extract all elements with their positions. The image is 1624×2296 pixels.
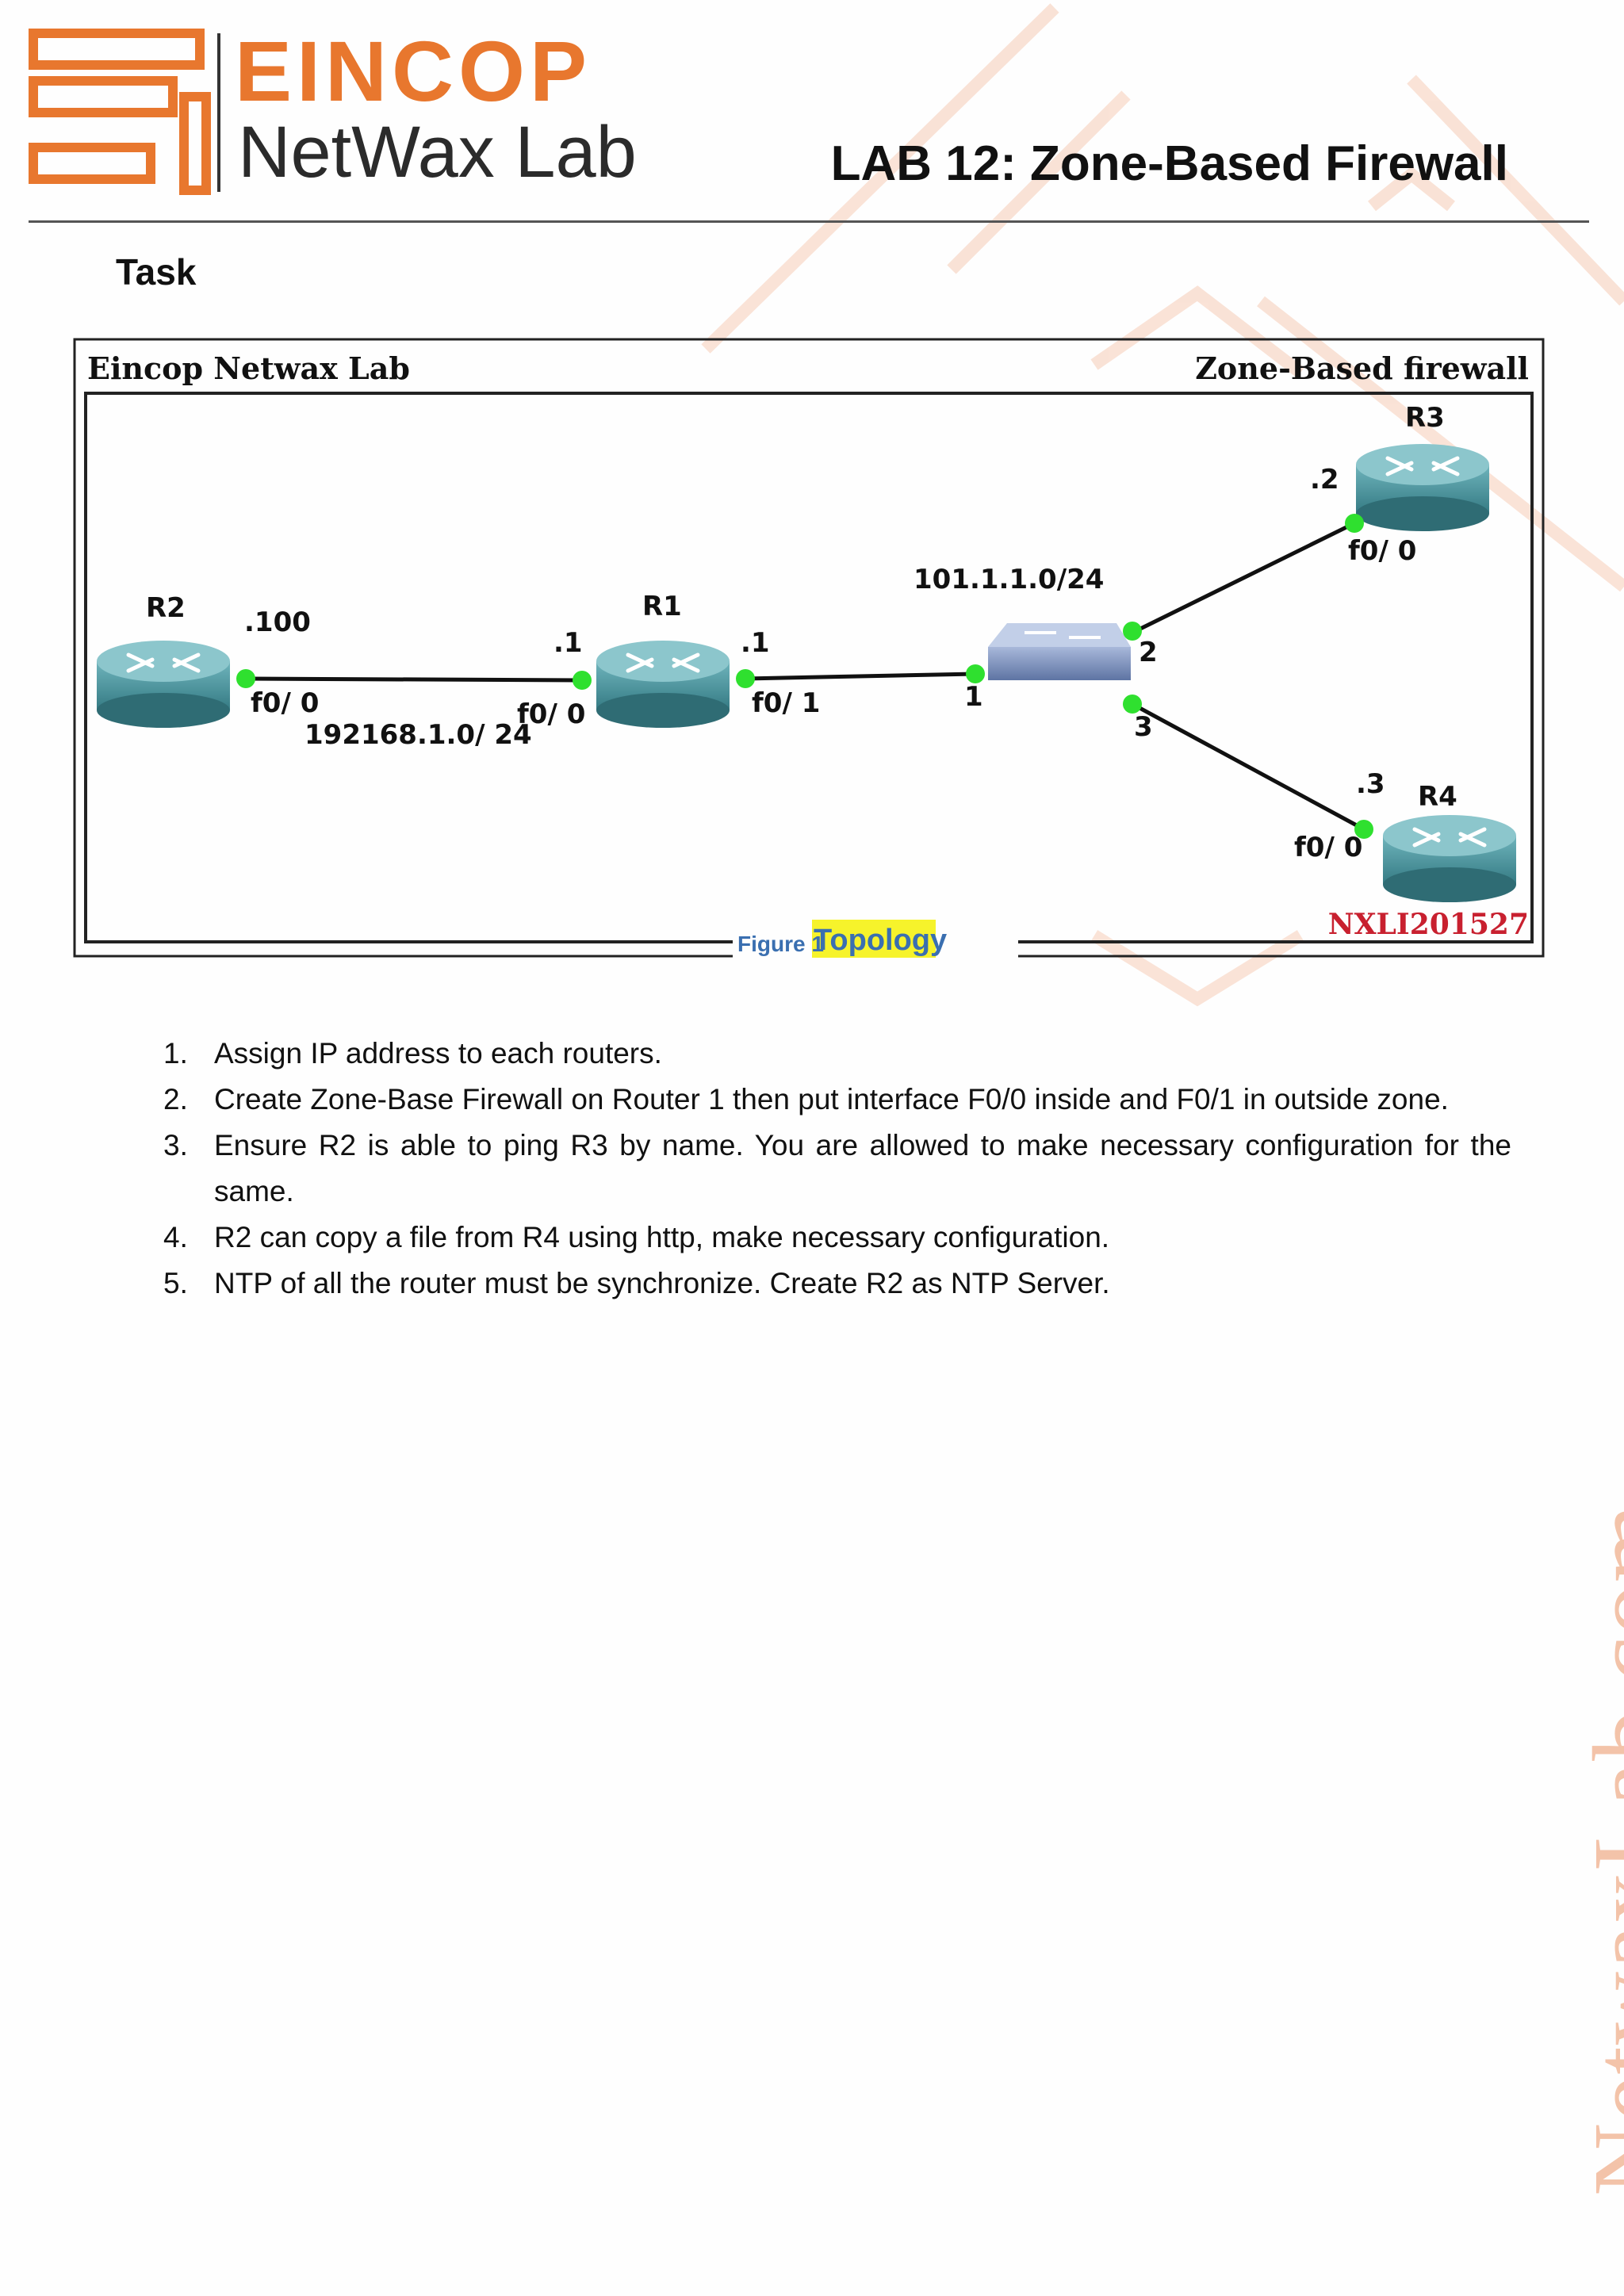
r1-name: R1 [642,591,682,622]
router-r1[interactable] [596,641,730,728]
logo-divider [217,33,220,192]
r3-ip: .2 [1310,464,1339,496]
topology-diagram: Eincop Netwax Lab Zone-Based firewall [73,338,1545,958]
task-heading: Task [116,251,197,293]
switch[interactable] [988,623,1131,680]
task-number: 5. [163,1267,188,1299]
figure-watermark: NXLI201527 [1328,908,1529,941]
r1-left-ip: .1 [553,627,583,659]
task-item: 3. Ensure R2 is able to ping R3 by name. … [163,1123,1511,1215]
port-dot-r1-f00 [573,671,592,690]
outer-frame [73,338,1545,958]
r4-interface: f0/ 0 [1294,832,1362,863]
router-r3[interactable] [1356,444,1489,531]
logo-brand-text: EINCOP [235,23,592,119]
inside-network: 192168.1.0/ 24 [304,719,532,751]
link-r1-switch [745,672,976,681]
logo-mark-icon [29,29,211,195]
router-r2[interactable] [97,641,230,728]
frame-right-title: Zone-Based firewall [1195,350,1529,386]
task-number: 4. [163,1221,188,1253]
figure-caption-label: Topology [814,924,947,957]
r4-ip: .3 [1356,768,1385,800]
r1-right-interface: f0/ 1 [752,687,820,719]
task-text: Assign IP address to each routers. [214,1037,662,1070]
port-dot-r2 [236,669,255,688]
port-dot-switch-3 [1123,695,1142,714]
link-switch-r3 [1131,521,1356,635]
port-dot-switch-1 [966,664,985,683]
task-list: 1. Assign IP address to each routers. 2. C… [163,1031,1511,1307]
port-dot-r4 [1354,820,1373,839]
r3-name: R3 [1405,402,1445,434]
task-number: 1. [163,1037,188,1070]
task-text: NTP of all the router must be synchroniz… [214,1267,1110,1299]
logo-sub-text: NetWax Lab [238,112,637,193]
port-dot-r1-f01 [736,669,755,688]
frame-left-title: Eincop Netwax Lab [87,350,410,386]
header-divider [29,220,1589,223]
link-r2-r1 [247,676,581,683]
r4-name: R4 [1418,781,1457,813]
outside-network: 101.1.1.0/24 [914,564,1104,595]
eincop-logo [29,29,663,203]
page-title: LAB 12: Zone-Based Firewall [830,136,1508,191]
task-text: Create Zone-Base Firewall on Router 1 th… [214,1083,1449,1115]
task-text: Ensure R2 is able to ping R3 by name. Yo… [214,1129,1511,1207]
r2-interface: f0/ 0 [251,687,319,719]
r3-interface: f0/ 0 [1348,535,1416,567]
r2-name: R2 [146,592,186,624]
port-dot-r3 [1345,514,1364,533]
r1-left-interface: f0/ 0 [517,698,585,730]
switch-port-1: 1 [964,681,983,713]
r2-ip: .100 [244,607,311,638]
task-item: 1. Assign IP address to each routers. [163,1031,1511,1077]
side-watermark: NetwaxLab.com [1572,1502,1624,2196]
link-switch-r4 [1131,702,1365,832]
task-item: 5. NTP of all the router must be synchron… [163,1261,1511,1307]
task-text: R2 can copy a file from R4 using http, m… [214,1221,1110,1253]
task-number: 2. [163,1083,188,1115]
task-number: 3. [163,1129,188,1161]
task-item: 2. Create Zone-Base Firewall on Router 1 … [163,1077,1511,1123]
caption-highlight [812,920,936,958]
r1-right-ip: .1 [741,627,770,659]
task-item: 4. R2 can copy a file from R4 using http,… [163,1215,1511,1261]
switch-port-2: 2 [1139,637,1158,668]
router-r4[interactable] [1383,815,1516,902]
port-dot-switch-2 [1123,622,1142,641]
topology-figure: Eincop Netwax Lab Zone-Based firewall [73,338,1545,958]
switch-port-3: 3 [1134,711,1153,743]
figure-caption-prefix: Figure 1 [737,932,824,956]
